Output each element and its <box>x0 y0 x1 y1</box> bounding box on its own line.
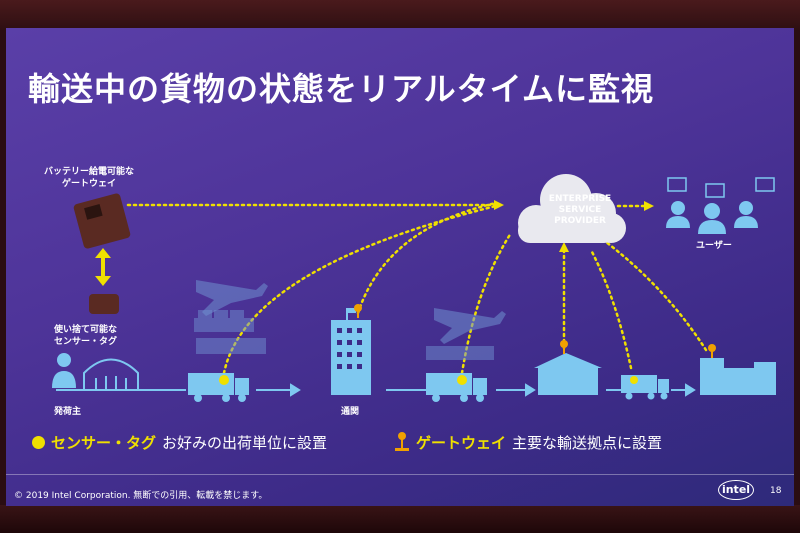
cloud-label: ENTERPRISE SERVICE PROVIDER <box>534 194 626 227</box>
sensor-dot-3 <box>630 376 638 384</box>
footer-divider <box>6 474 794 475</box>
gateway-marker-warehouse <box>560 340 568 354</box>
cloud-icon <box>518 174 626 243</box>
legend-gateway-marker-icon <box>395 432 409 451</box>
room-background-top <box>0 0 800 30</box>
legend-gateway-key: ゲートウェイ <box>416 434 507 452</box>
legend-sensor-key: センサー・タグ <box>51 434 157 452</box>
cargo-ship-icon <box>194 310 254 332</box>
dotted-line-truck3-cloud <box>589 248 633 370</box>
gateway-marker-factory <box>708 344 716 358</box>
gateway-label: バッテリー給電可能な ゲートウェイ <box>44 167 135 189</box>
warehouse-icon <box>534 353 602 395</box>
legend-sensor-desc: お好みの出荷単位に設置 <box>162 434 328 452</box>
legend-gateway-desc: 主要な輸送拠点に設置 <box>512 434 663 452</box>
logistics-diagram <box>52 174 776 451</box>
customs-label: 通関 <box>341 407 360 417</box>
users-label: ユーザー <box>696 241 732 251</box>
arrow-head-1 <box>290 383 301 397</box>
sensor-dot-1 <box>219 375 229 385</box>
double-arrow-icon <box>95 248 111 286</box>
legend-sensor: センサー・タグ お好みの出荷単位に設置 <box>32 432 327 453</box>
sensor-tag-label: 使い捨て可能な センサー・タグ <box>54 325 118 347</box>
cloud-label-line3: PROVIDER <box>554 216 606 226</box>
sensor-dot-2 <box>457 375 467 385</box>
gateway-device-icon <box>73 193 131 249</box>
page-number: 18 <box>770 486 782 496</box>
plane-icon-2 <box>434 308 506 344</box>
plane-icon-1 <box>196 280 268 316</box>
truck-icon-3 <box>621 375 669 400</box>
cloud-label-line2: SERVICE <box>558 205 602 215</box>
customs-building-icon <box>331 308 371 395</box>
shipper-label: 発荷主 <box>54 407 82 417</box>
intel-logo: intel <box>718 480 754 500</box>
copyright-text: © 2019 Intel Corporation. 無断での引用、転載を禁じます… <box>14 491 268 501</box>
office-buildings-icon <box>700 358 776 395</box>
cargo-ship-icon-2 <box>426 346 494 360</box>
presentation-slide: 輸送中の貨物の状態をリアルタイムに監視 <box>6 28 794 506</box>
hangar-icon <box>83 358 139 390</box>
gateway-marker-customs <box>354 304 362 318</box>
cloud-label-line1: ENTERPRISE <box>548 194 612 204</box>
slide-title: 輸送中の貨物の状態をリアルタイムに監視 <box>28 70 655 108</box>
train-icon <box>196 338 266 354</box>
shipper-person-icon <box>52 353 76 388</box>
legend-gateway: ゲートウェイ 主要な輸送拠点に設置 <box>416 432 662 453</box>
users-icon <box>666 201 758 234</box>
dotted-line-customs-cloud <box>356 201 498 315</box>
room-background-bottom <box>0 505 800 533</box>
sensor-tag-icon <box>89 294 119 314</box>
truck-icon-1 <box>188 373 249 402</box>
truck-icon-2 <box>426 373 487 402</box>
legend-sensor-dot-icon <box>32 436 45 449</box>
user-screens-icon <box>667 177 775 198</box>
dotted-line-factory-cloud <box>604 240 708 352</box>
